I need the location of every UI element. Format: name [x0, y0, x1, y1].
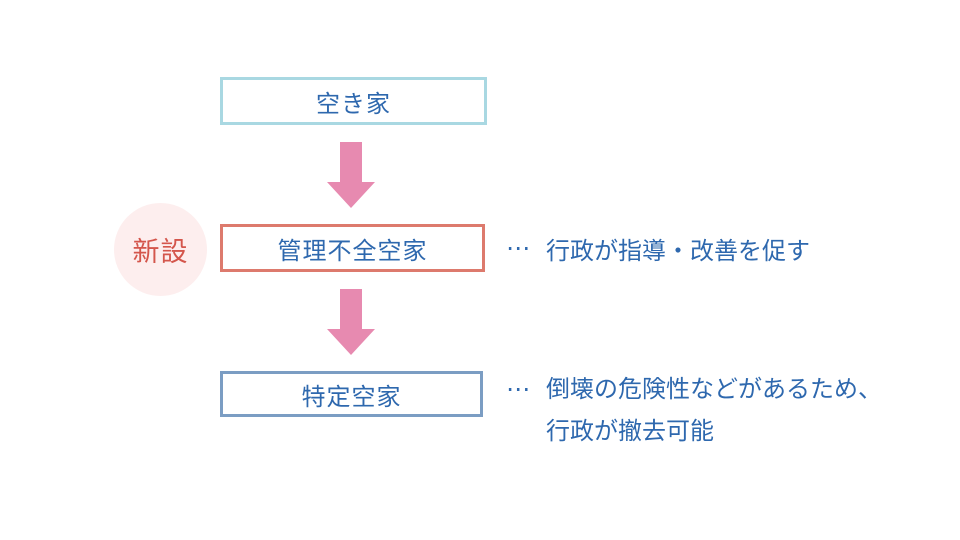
node-specified-vacant-house: 特定空家	[220, 371, 483, 417]
bottom-annotation-text: 倒壊の危険性などがあるため、 行政が撤去可能	[546, 369, 882, 453]
bottom-annotation-line1: 倒壊の危険性などがあるため、	[546, 376, 882, 403]
bottom-annotation-line2: 行政が撤去可能	[546, 418, 714, 445]
node-vacant-house: 空き家	[220, 77, 487, 125]
middle-annotation: ⋯ 行政が指導・改善を促す	[506, 224, 810, 272]
node-vacant-house-label: 空き家	[316, 90, 391, 118]
node-poorly-managed-vacant-house: 管理不全空家	[220, 224, 485, 272]
node-poorly-managed-label: 管理不全空家	[277, 237, 428, 265]
node-specified-label: 特定空家	[301, 383, 402, 411]
middle-annotation-text: 行政が指導・改善を促す	[546, 237, 810, 265]
ellipsis-dots: ⋯	[506, 376, 532, 403]
badge-label: 新設	[132, 237, 189, 267]
new-establishment-badge: 新設	[114, 203, 207, 296]
bottom-annotation: ⋯ 倒壊の危険性などがあるため、 行政が撤去可能	[506, 369, 882, 453]
ellipsis-dots: ⋯	[506, 234, 532, 262]
down-arrow-icon	[327, 142, 375, 208]
down-arrow-icon	[327, 289, 375, 355]
